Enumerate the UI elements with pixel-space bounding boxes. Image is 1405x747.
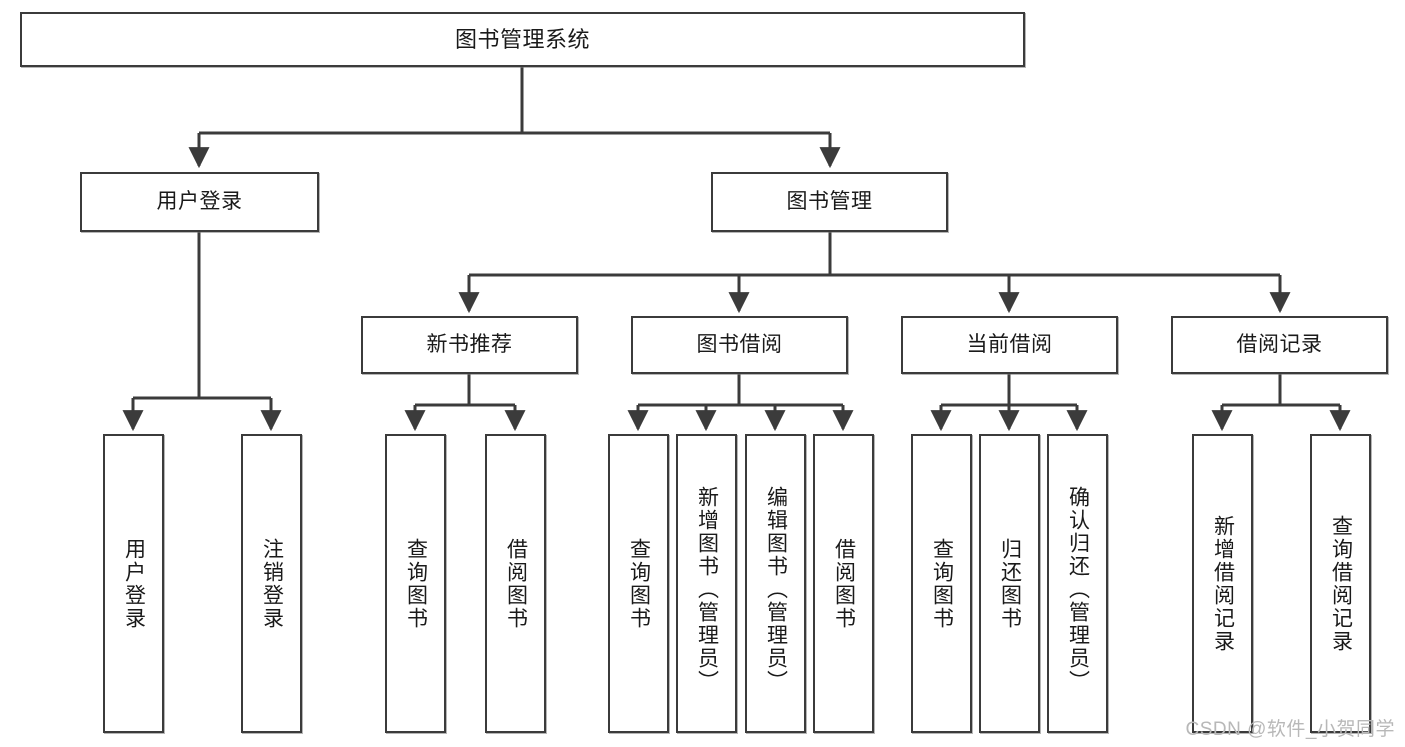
- node-label: 查询图书: [404, 537, 428, 630]
- node-new-book-recommend[interactable]: 新书推荐: [361, 316, 578, 374]
- node-label: 用户登录: [156, 189, 243, 213]
- node-current-borrow[interactable]: 当前借阅: [901, 316, 1118, 374]
- node-label: 编辑图书（管理员）: [764, 486, 788, 693]
- node-label: 图书管理: [786, 189, 873, 213]
- node-label: 新增图书（管理员）: [695, 486, 719, 693]
- node-label: 查询借阅记录: [1329, 514, 1353, 653]
- watermark-text: CSDN @软件_小贺同学: [1185, 719, 1395, 740]
- node-leaf-query-record[interactable]: 查询借阅记录: [1310, 434, 1371, 733]
- node-label: 归还图书: [998, 537, 1022, 630]
- node-leaf-query-book-2[interactable]: 查询图书: [608, 434, 669, 733]
- node-label: 借阅记录: [1236, 332, 1323, 356]
- node-leaf-borrow-book-1[interactable]: 借阅图书: [485, 434, 546, 733]
- node-leaf-borrow-book-2[interactable]: 借阅图书: [813, 434, 874, 733]
- node-label: 借阅图书: [832, 537, 856, 630]
- node-label: 图书借阅: [696, 332, 783, 356]
- node-label: 图书管理系统: [454, 26, 590, 52]
- node-label: 注销登录: [260, 537, 284, 630]
- node-leaf-edit-book[interactable]: 编辑图书（管理员）: [745, 434, 806, 733]
- node-leaf-query-book-3[interactable]: 查询图书: [911, 434, 972, 733]
- node-borrow-record[interactable]: 借阅记录: [1171, 316, 1388, 374]
- node-book-borrow[interactable]: 图书借阅: [631, 316, 848, 374]
- node-leaf-return-book[interactable]: 归还图书: [979, 434, 1040, 733]
- node-label: 查询图书: [627, 537, 651, 630]
- node-root-system[interactable]: 图书管理系统: [20, 12, 1025, 67]
- node-leaf-add-book[interactable]: 新增图书（管理员）: [676, 434, 737, 733]
- node-book-manage[interactable]: 图书管理: [711, 172, 948, 232]
- node-leaf-user-login[interactable]: 用户登录: [103, 434, 164, 733]
- node-label: 确认归还（管理员）: [1066, 486, 1090, 693]
- node-label: 新增借阅记录: [1211, 514, 1235, 653]
- node-leaf-confirm-return[interactable]: 确认归还（管理员）: [1047, 434, 1108, 733]
- node-label: 借阅图书: [504, 537, 528, 630]
- node-leaf-add-record[interactable]: 新增借阅记录: [1192, 434, 1253, 733]
- node-leaf-logout-login[interactable]: 注销登录: [241, 434, 302, 733]
- node-label: 当前借阅: [966, 332, 1053, 356]
- node-label: 用户登录: [122, 537, 146, 630]
- node-label: 查询图书: [930, 537, 954, 630]
- node-leaf-query-book-1[interactable]: 查询图书: [385, 434, 446, 733]
- node-label: 新书推荐: [426, 332, 513, 356]
- node-user-login[interactable]: 用户登录: [80, 172, 319, 232]
